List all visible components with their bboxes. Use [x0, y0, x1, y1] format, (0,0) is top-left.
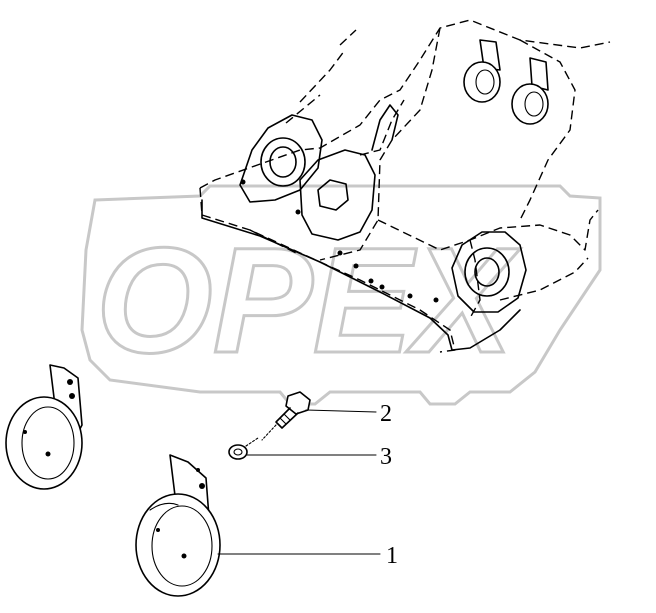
frame-center-ear — [299, 149, 376, 241]
frame-plate-dashed-2 — [319, 27, 441, 261]
mounted-horn-bracket-b — [529, 57, 549, 91]
mounted-horns — [463, 39, 549, 125]
frame-plate-dashed-4 — [377, 209, 599, 251]
horn-left-face — [21, 406, 75, 480]
frame-center-hex — [317, 179, 349, 211]
callout-2-leader — [305, 409, 377, 413]
watermark-text: OPEX — [96, 216, 521, 384]
frame-bottom-edge — [201, 199, 521, 351]
frame-right-ear — [451, 231, 527, 313]
washer-3-axis — [245, 437, 259, 447]
horn-left-body — [5, 396, 83, 490]
frame-left-bore — [269, 146, 297, 178]
horn-1-rim-detail — [149, 502, 179, 511]
horn-item-1 — [135, 454, 221, 597]
horn-left — [5, 364, 83, 490]
bolt-2-thread — [279, 413, 291, 425]
callout-3: 3 — [245, 444, 392, 470]
washer-3-outer — [228, 444, 248, 460]
callout-2-label: 2 — [380, 401, 392, 427]
frame-center-rib — [371, 104, 399, 151]
washer-3-inner — [233, 448, 243, 456]
callout-3-label: 3 — [380, 444, 392, 470]
frame-plate-dashed-8 — [499, 257, 589, 301]
frame-plate-dashed-3 — [519, 39, 576, 221]
bolt-2-head — [285, 391, 311, 415]
mounted-horn-a — [463, 61, 501, 103]
frame-left-ear — [239, 114, 323, 203]
callout-1: 1 — [217, 543, 398, 569]
mounted-horn-a-face — [475, 69, 495, 95]
washer-item-3 — [228, 437, 259, 460]
frame-plate-dashed-5 — [201, 214, 456, 353]
bolt-2-axis — [261, 424, 277, 441]
callout-1-label: 1 — [386, 543, 398, 569]
frame-holes — [240, 179, 439, 303]
frame-assembly — [199, 19, 611, 353]
callout-2: 2 — [305, 401, 392, 427]
horn-1-body — [135, 493, 221, 597]
horn-1-face — [151, 505, 213, 587]
frame-right-bore — [474, 257, 500, 287]
frame-right-boss — [464, 247, 510, 297]
frame-plate-dashed-9 — [359, 99, 405, 156]
watermark-gear-outline — [80, 184, 602, 406]
watermark: OPEX — [80, 184, 602, 406]
frame-plate-dashed-7 — [285, 29, 357, 124]
mounted-horn-bracket-a — [479, 39, 501, 71]
mounted-horn-b-face — [524, 91, 544, 117]
frame-left-boss — [260, 137, 306, 187]
